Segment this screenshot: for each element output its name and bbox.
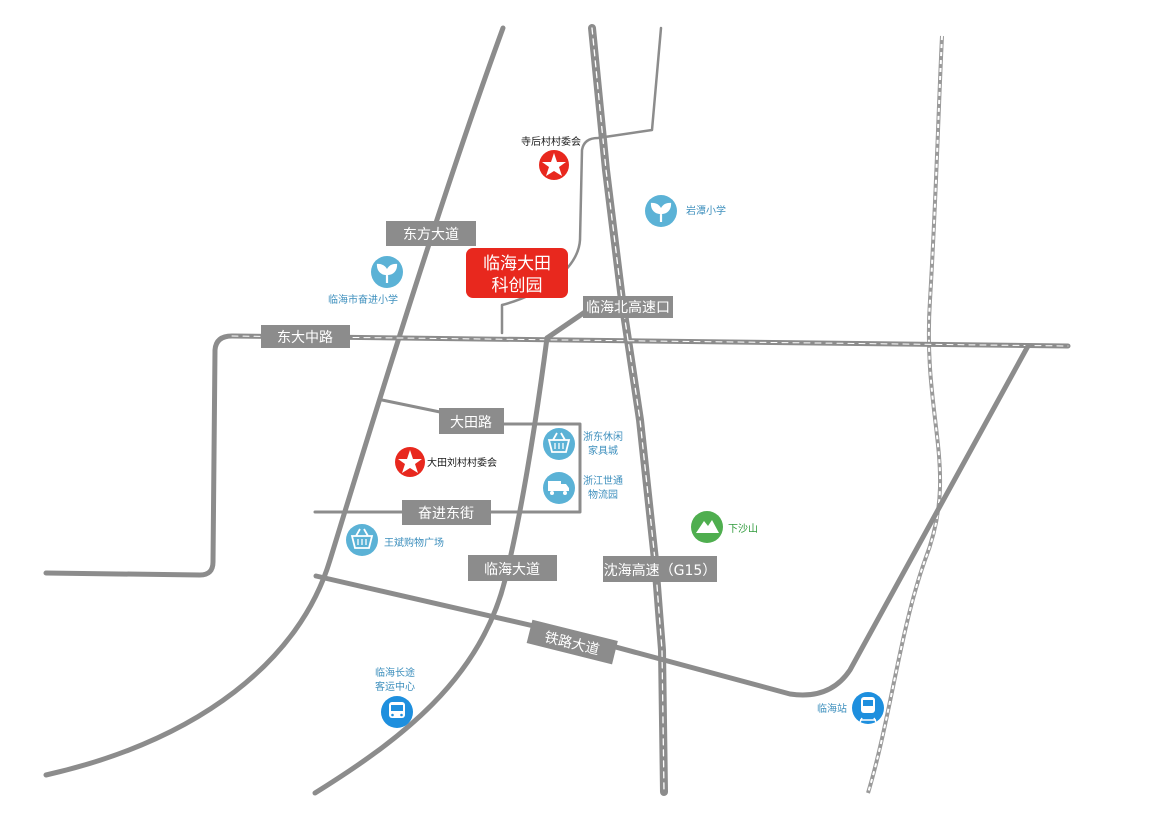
- poi-xiasha-mountain[interactable]: 下沙山: [691, 511, 758, 543]
- svg-text:科创园: 科创园: [492, 276, 543, 296]
- svg-text:下沙山: 下沙山: [728, 523, 758, 535]
- svg-text:物流园: 物流园: [588, 488, 618, 501]
- poi-sihou-village[interactable]: 寺后村村委会: [521, 135, 581, 180]
- svg-text:沈海高速（G15）: 沈海高速（G15）: [604, 562, 717, 579]
- label-linhai-avenue: 临海大道: [468, 555, 557, 581]
- svg-text:临海大道: 临海大道: [484, 562, 540, 578]
- svg-text:临海站: 临海站: [817, 702, 847, 715]
- svg-text:家具城: 家具城: [588, 444, 618, 457]
- label-datian: 大田路: [439, 408, 504, 434]
- svg-text:浙东休闲: 浙东休闲: [583, 430, 623, 443]
- svg-text:客运中心: 客运中心: [375, 680, 415, 693]
- poi-datianliu-village[interactable]: 大田刘村村委会: [395, 447, 497, 477]
- poi-furniture-mall[interactable]: 浙东休闲 家具城: [543, 428, 623, 460]
- poi-bus-terminal[interactable]: 临海长途 客运中心: [375, 666, 415, 728]
- svg-text:临海市奋进小学: 临海市奋进小学: [328, 293, 398, 306]
- poi-wangbin-mall[interactable]: 王斌购物广场: [346, 524, 444, 556]
- poi-linhai-station[interactable]: 临海站: [817, 692, 884, 724]
- svg-text:大田刘村村委会: 大田刘村村委会: [427, 456, 497, 469]
- label-north-exit: 临海北高速口: [583, 296, 673, 318]
- poi-fenjin-school[interactable]: 临海市奋进小学: [328, 256, 403, 306]
- svg-text:临海大田: 临海大田: [483, 254, 551, 274]
- road-dongdazhong: [43, 333, 1071, 578]
- svg-text:岩潭小学: 岩潭小学: [686, 204, 726, 217]
- road-dongfang: [43, 25, 506, 778]
- label-dongdazhong: 东大中路: [261, 325, 350, 348]
- label-fenjin: 奋进东街: [402, 500, 491, 525]
- svg-text:浙江世通: 浙江世通: [583, 475, 623, 487]
- svg-text:寺后村村委会: 寺后村村委会: [521, 135, 581, 148]
- label-railway-avenue: 铁路大道: [526, 619, 618, 665]
- road-railway-avenue: [313, 343, 1031, 698]
- poi-logistics-park[interactable]: 浙江世通 物流园: [543, 472, 623, 504]
- label-g15: 沈海高速（G15）: [603, 556, 717, 582]
- main-site-label[interactable]: 临海大田 科创园: [466, 248, 568, 298]
- svg-text:临海北高速口: 临海北高速口: [586, 299, 670, 316]
- railway-line: [866, 35, 944, 794]
- svg-text:临海长途: 临海长途: [375, 666, 415, 679]
- poi-yantan-school[interactable]: 岩潭小学: [645, 195, 726, 227]
- svg-text:大田路: 大田路: [450, 415, 492, 431]
- svg-text:王斌购物广场: 王斌购物广场: [384, 536, 444, 549]
- svg-text:东方大道: 东方大道: [403, 227, 459, 243]
- svg-text:东大中路: 东大中路: [277, 330, 333, 346]
- label-dongfang: 东方大道: [386, 221, 476, 246]
- svg-text:奋进东街: 奋进东街: [418, 506, 474, 522]
